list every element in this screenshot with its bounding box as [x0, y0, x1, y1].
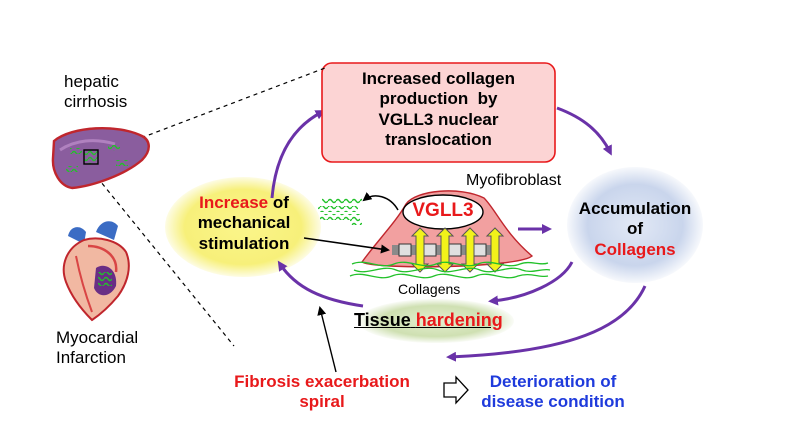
arrow-to-accumulation	[556, 106, 612, 156]
cycle-arrows	[270, 106, 647, 362]
accumulation-ellipse	[567, 167, 703, 283]
heart-label-line1: Myocardial	[56, 328, 139, 347]
vgll3-label: VGLL3	[412, 200, 474, 221]
arrow-accumulation-to-tissue	[488, 261, 574, 306]
spiral-text: Fibrosis exacerbation spiral	[224, 372, 420, 413]
liver-label-line2: cirrhosis	[64, 91, 128, 111]
dashed-line-lower	[91, 170, 235, 347]
spiral-line1: Fibrosis exacerbation	[234, 372, 410, 391]
tissue-text: Tissue hardening	[354, 310, 503, 331]
deterioration-line1: Deterioration of	[489, 372, 617, 391]
arrow-to-bottom	[446, 285, 647, 362]
tissue-word2: hardening	[415, 310, 503, 330]
mechanical-ellipse	[165, 177, 321, 277]
collagens-label: Collagens	[398, 281, 461, 297]
increase-word: Increase	[199, 193, 269, 212]
spiral-pointer	[317, 306, 337, 373]
deterioration-text: Deterioration of disease condition	[470, 372, 636, 413]
arrow-to-top-box	[270, 110, 326, 199]
deterioration-line2: disease condition	[481, 392, 625, 412]
tissue-word1: Tissue	[354, 310, 411, 330]
of-word: of	[268, 193, 289, 212]
tissue-ellipse	[358, 299, 514, 343]
myofibroblast-label: Myofibroblast	[466, 172, 562, 189]
top-box-text: Increased collagen production by VGLL3 n…	[322, 69, 555, 151]
heart-illustration	[62, 221, 130, 322]
top-box-line2: production by	[379, 89, 498, 109]
mechanical-line3: stimulation	[198, 233, 290, 253]
collagen-coils-left	[318, 198, 362, 225]
mechanical-text: Increase of mechanical stimulation	[178, 193, 310, 254]
accumulation-text: Accumulation of Collagens	[566, 199, 704, 260]
accumulation-line1: Accumulation	[578, 199, 692, 218]
liver-illustration	[51, 127, 150, 190]
arrow-tissue-to-mechanical	[277, 260, 364, 308]
nucleus	[402, 194, 484, 230]
liver-label: hepatic cirrhosis	[64, 72, 127, 111]
stimulation-arrow	[303, 237, 390, 254]
heart-label-line2: Infarction	[56, 347, 126, 367]
stretch-arrows	[410, 227, 505, 273]
accumulation-line2: of	[626, 219, 644, 239]
actin-boxes	[398, 243, 487, 257]
secretion-arrow	[362, 192, 399, 211]
collagen-fibers	[349, 261, 551, 279]
spiral-line2: spiral	[299, 392, 345, 412]
accumulation-line3: Collagens	[594, 239, 676, 259]
top-box-line3: VGLL3 nuclear	[378, 109, 499, 129]
top-box-line1: Increased collagen	[361, 69, 516, 88]
outcome-arrow	[443, 375, 469, 405]
mechanical-line2: mechanical	[197, 213, 291, 233]
liver-label-line1: hepatic	[64, 72, 119, 91]
top-box	[321, 62, 556, 163]
heart-label: Myocardial Infarction	[56, 328, 138, 367]
top-box-line4: translocation	[385, 130, 492, 150]
